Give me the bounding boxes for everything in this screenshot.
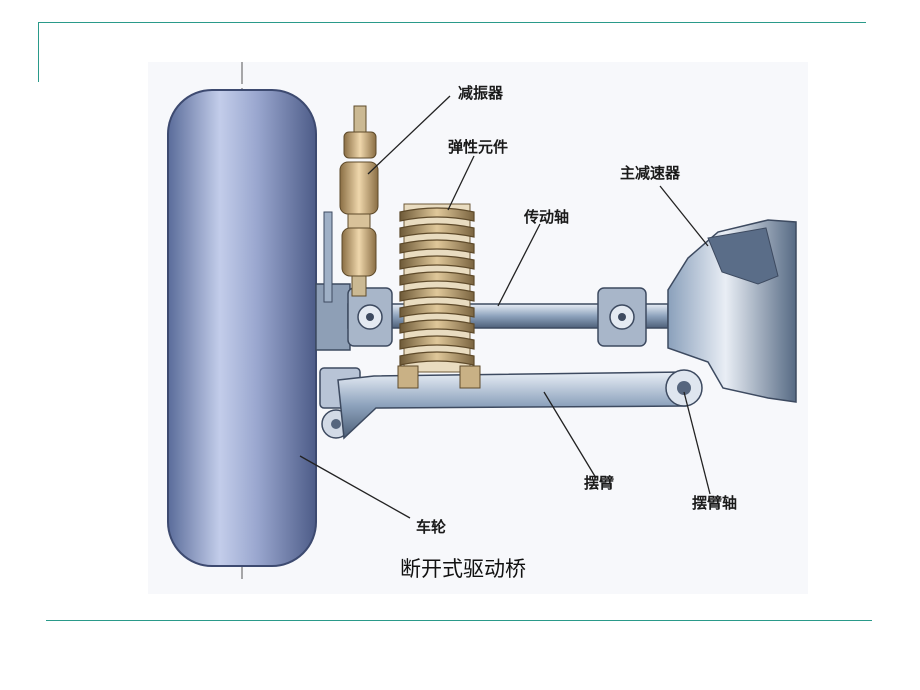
- label-swing-arm-shaft: 摆臂轴: [692, 494, 737, 512]
- wheel-hub: [315, 283, 351, 351]
- coil-spring: [397, 203, 481, 389]
- main-reducer-cover: [707, 227, 779, 285]
- label-wheel: 车轮: [416, 518, 446, 536]
- label-swing-arm: 摆臂: [584, 474, 614, 492]
- outer-cv-joint: [347, 287, 393, 347]
- shock-absorber: [339, 105, 379, 297]
- label-main-reducer: 主减速器: [620, 164, 681, 182]
- swing-arm-pivot-pin: [677, 381, 691, 395]
- slide-frame-left-line: [38, 22, 39, 82]
- leader-lines: [299, 95, 711, 519]
- inner-cv-joint: [597, 287, 647, 347]
- wheel-tire: [167, 89, 317, 567]
- label-elastic-element: 弹性元件: [448, 138, 508, 156]
- label-drive-shaft: 传动轴: [523, 208, 569, 226]
- ball-joint-pin: [331, 419, 341, 429]
- tie-rod: [323, 211, 333, 303]
- drive-axle-diagram: 减振器 弹性元件 主减速器 传动轴 摆臂 摆臂轴 车轮 断开式驱动桥: [148, 62, 808, 594]
- slide-frame-top-line: [38, 22, 866, 23]
- diagram-title: 断开式驱动桥: [400, 557, 526, 581]
- label-shock-absorber: 减振器: [458, 84, 504, 102]
- slide-frame-bottom-line: [46, 620, 872, 621]
